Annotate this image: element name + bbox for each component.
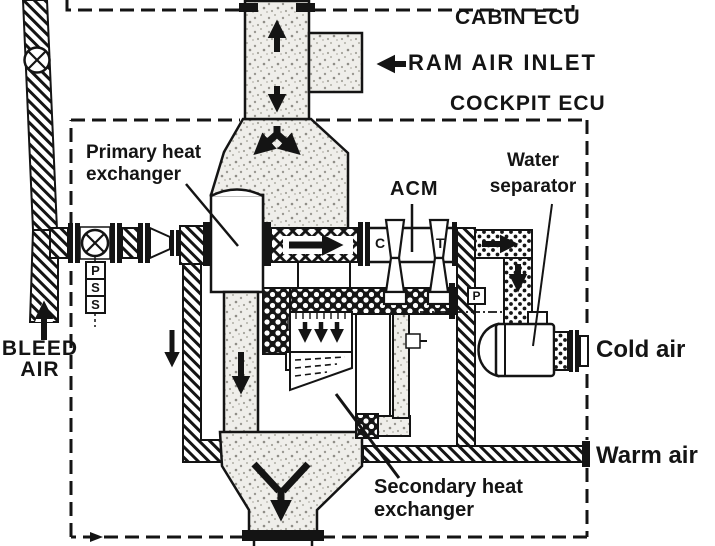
hot-bypass-duct-left [179,222,226,463]
water-separator-unit [477,322,589,378]
secondary-hx-label: Secondary heat exchanger [374,476,523,521]
ram-air-inlet-label: RAM AIR INLET [408,50,597,75]
warm-air-duct [362,222,590,467]
acm-label: ACM [390,178,439,200]
sensor-s1-letter: S [91,280,100,295]
bleed-air-supply-duct [49,223,180,263]
secondary-heat-exchanger [289,311,353,392]
secondary-hx-connection [297,261,351,291]
outlet-merge-arrow [251,461,311,522]
cabin-ecu-boundary [65,0,575,12]
cold-air-label: Cold air [596,336,686,363]
pressure-tap-line [420,287,504,313]
turbine-wheel [426,218,452,306]
bleed-air-riser-duct [21,0,59,323]
compressor-letter: C [375,235,386,251]
boundary-flow-tick [90,532,103,542]
warm-air-label: Warm air [596,442,698,469]
bleed-air-label: BLEED AIR [1,337,79,381]
plenum-split-arrow [253,126,301,156]
ram-air-duct [239,0,364,121]
secondary-hx-stipple-pipe [392,313,427,419]
sensor-p-letter: P [91,263,100,278]
turbine-letter: T [436,235,445,251]
primary-hx-label: Primary heat exchanger [86,142,202,185]
turbine-outlet-duct [474,229,548,329]
sensor-s2-letter: S [91,297,100,312]
pss-sensor-stack [85,256,106,327]
label-leader-lines [185,183,553,479]
outlet-funnel [218,430,364,546]
cabin-ecu-label: CABIN ECU [455,6,581,29]
compressor-wheel [382,218,408,306]
cockpit-ecu-label: COCKPIT ECU [450,92,606,115]
water-separator-label: Water separator [489,150,577,197]
pressure-tap-letter: P [472,289,481,303]
cockpit-ecu-boundary [69,118,589,539]
primary-heat-exchanger [209,188,265,436]
hot-duct-to-acm [263,222,370,266]
